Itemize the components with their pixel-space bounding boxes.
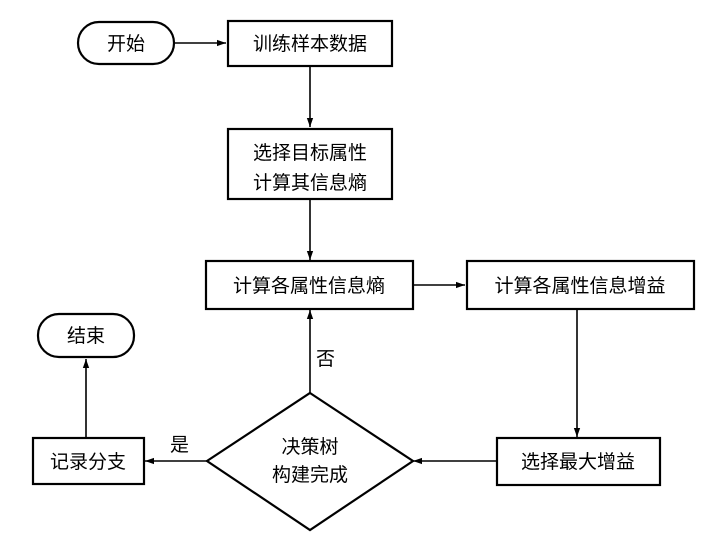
- start-node: 开始: [76, 20, 176, 66]
- edges: [82, 39, 581, 465]
- decision-node: 决策树 构建完成: [205, 391, 415, 532]
- edge-label-no: 否: [316, 348, 335, 370]
- start-label: 开始: [107, 33, 145, 55]
- select-target-node: 选择目标属性 计算其信息熵: [226, 127, 394, 201]
- calc-entropy-node: 计算各属性信息熵: [204, 259, 415, 311]
- calc-entropy-label: 计算各属性信息熵: [233, 275, 385, 297]
- train-data-node: 训练样本数据: [226, 19, 394, 68]
- calc-gain-label: 计算各属性信息增益: [494, 275, 665, 297]
- train-data-label: 训练样本数据: [253, 33, 367, 55]
- decision-label-line2: 构建完成: [272, 464, 348, 486]
- select-target-label-line1: 选择目标属性: [253, 142, 367, 164]
- record-branch-node: 记录分支: [31, 436, 146, 486]
- select-target-label-line2: 计算其信息熵: [253, 172, 367, 194]
- decision-label-line1: 决策树: [281, 436, 338, 458]
- end-node: 结束: [36, 312, 136, 359]
- end-label: 结束: [67, 325, 105, 347]
- edge-label-yes: 是: [170, 434, 189, 456]
- select-max-gain-node: 选择最大增益: [495, 436, 662, 487]
- calc-gain-node: 计算各属性信息增益: [465, 259, 696, 311]
- record-branch-label: 记录分支: [50, 451, 126, 473]
- select-max-gain-label: 选择最大增益: [521, 451, 635, 473]
